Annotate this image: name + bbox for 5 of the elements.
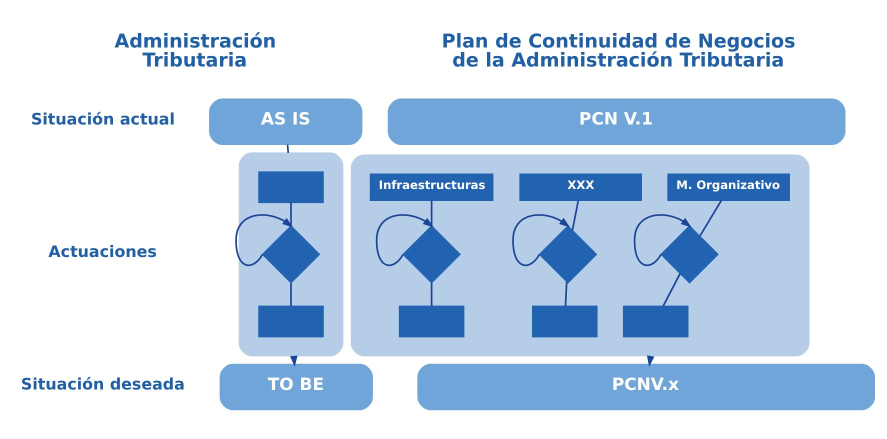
label: Administración Tributaria <box>114 30 276 72</box>
label: Situación deseada <box>20 374 185 394</box>
label: Actuaciones <box>48 242 157 262</box>
label: Situación actual <box>30 109 175 128</box>
label: Plan de Continuidad de Negocios de la Administración Tributaria <box>442 30 796 72</box>
